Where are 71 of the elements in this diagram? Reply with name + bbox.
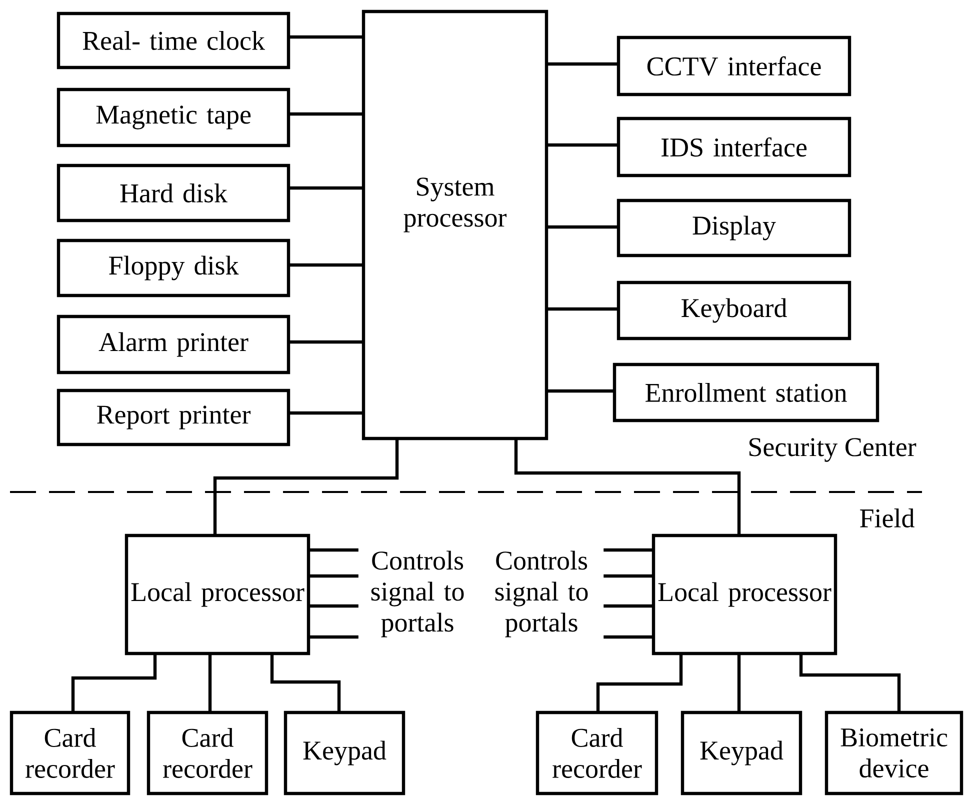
- device-box: [824, 710, 964, 796]
- box-label: System processor: [404, 178, 506, 232]
- box-label: IDS interface: [662, 137, 807, 157]
- connector-line: [737, 653, 741, 712]
- box-label: Local processor: [658, 582, 832, 607]
- connector-line: [799, 653, 901, 712]
- connector-line: [308, 635, 358, 639]
- box-label: Keypad: [303, 740, 386, 766]
- box-label: Magnetic tape: [96, 106, 251, 130]
- connector-line: [604, 574, 654, 578]
- connector-line: [308, 574, 358, 578]
- connector-line: [71, 653, 157, 712]
- connector-line: [213, 438, 399, 536]
- connector-line: [546, 143, 618, 147]
- box-label: Biometric device: [840, 728, 948, 778]
- connector-line: [604, 548, 654, 552]
- device-box: [612, 362, 880, 422]
- box-label: Card recorder: [26, 728, 115, 778]
- device-box: [616, 280, 852, 340]
- connector-line: [546, 389, 614, 393]
- connector-line: [288, 186, 364, 190]
- connector-line: [596, 653, 683, 712]
- device-box: [536, 710, 658, 796]
- device-box: [56, 238, 290, 298]
- connector-line: [604, 604, 654, 608]
- connector-line: [308, 604, 358, 608]
- connector-line: [270, 653, 341, 712]
- device-box: [56, 164, 290, 222]
- box-label: Keypad: [700, 740, 784, 766]
- box-label: Card recorder: [163, 728, 252, 778]
- box-label: Report printer: [97, 406, 250, 430]
- device-box: [616, 36, 852, 96]
- processor-box: [652, 534, 838, 656]
- box-label: Real- time clock: [82, 30, 265, 50]
- connector-line: [208, 653, 212, 712]
- device-box: [680, 710, 802, 796]
- device-box: [146, 710, 268, 796]
- processor-box: [124, 534, 310, 656]
- connector-line: [288, 263, 364, 267]
- connector-line: [308, 548, 358, 552]
- box-label: Card recorder: [552, 728, 642, 778]
- zone-label: Security Center: [749, 438, 916, 462]
- device-box: [56, 314, 290, 374]
- device-box: [616, 198, 852, 258]
- device-box: [56, 88, 290, 148]
- connector-line: [546, 225, 618, 229]
- box-label: Alarm printer: [98, 332, 248, 357]
- device-box: [56, 388, 290, 446]
- box-label: Display: [692, 216, 776, 240]
- device-box: [616, 116, 852, 178]
- connector-line: [514, 438, 741, 536]
- box-label: Keyboard: [682, 298, 787, 323]
- connector-line: [288, 340, 364, 344]
- connector-line: [288, 411, 364, 415]
- device-box: [56, 12, 290, 70]
- device-box: [284, 710, 406, 796]
- signal-label: Controls signal to portals: [371, 550, 464, 638]
- processor-box: [362, 10, 548, 440]
- connector-line: [546, 62, 618, 66]
- box-label: Hard disk: [120, 183, 228, 202]
- box-label: Floppy disk: [109, 256, 239, 280]
- connector-line: [604, 635, 654, 639]
- device-box: [10, 710, 130, 796]
- box-label: Enrollment station: [646, 382, 847, 402]
- connector-line: [546, 307, 618, 311]
- connector-line: [288, 35, 364, 39]
- zone-label: Field: [860, 508, 914, 528]
- box-label: CCTV interface: [647, 56, 821, 76]
- connector-line: [288, 112, 364, 116]
- box-label: Local processor: [131, 582, 304, 607]
- signal-label: Controls signal to portals: [495, 550, 588, 638]
